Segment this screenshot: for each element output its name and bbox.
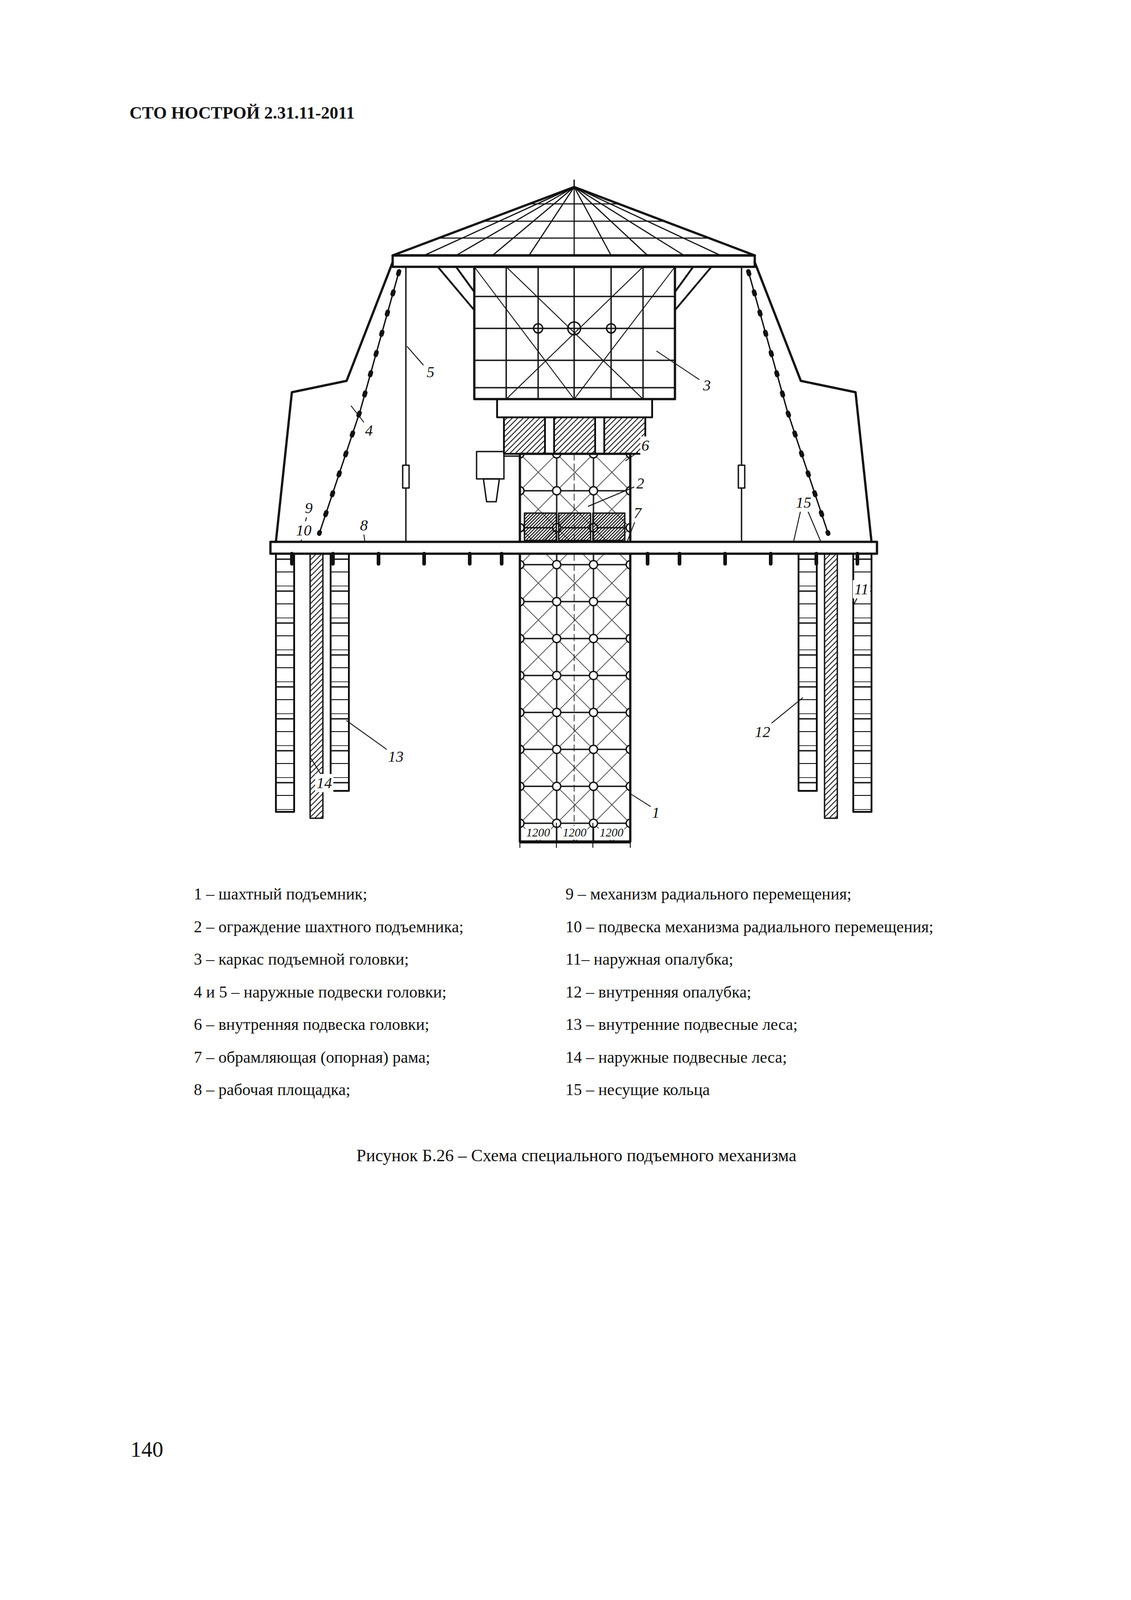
callout-number: 4 (363, 421, 375, 440)
callout-number: 5 (425, 363, 436, 381)
callout-number: 12 (753, 722, 772, 741)
callout-number: 8 (358, 516, 370, 535)
legend-entry: 6 – внутренняя подвеска головки; (193, 1015, 430, 1034)
dimension-value: 1200 (598, 825, 625, 840)
page-number: 140 (130, 1436, 164, 1462)
callout-number: 1 (650, 803, 662, 822)
callout-number: 14 (315, 773, 334, 792)
legend-entry: 15 – несущие кольца (565, 1080, 710, 1100)
callout-number: 11 (852, 580, 870, 598)
callout-number: 3 (701, 376, 713, 395)
dimension-value: 1200 (561, 825, 588, 840)
legend-entry: 1 – шахтный подъемник; (193, 884, 368, 904)
dimension-value: 1200 (525, 825, 551, 840)
legend-entry: 14 – наружные подвесные леса; (565, 1047, 787, 1067)
callout-number: 15 (794, 493, 813, 512)
legend-entry: 8 – рабочая площадка; (193, 1080, 351, 1100)
legend-entry: 7 – обрамляющая (опорная) рама; (193, 1047, 431, 1067)
callout-number: 9 (303, 498, 315, 517)
legend-entry: 12 – внутренняя опалубка; (565, 982, 752, 1002)
callout-number: 7 (632, 503, 644, 522)
callout-number: 10 (294, 521, 313, 540)
legend-entry: 9 – механизм радиального перемещения; (565, 884, 852, 904)
figure-caption: Рисунок Б.26 – Схема специального подъем… (356, 1145, 797, 1166)
legend-entry: 3 – каркас подъемной головки; (193, 949, 409, 969)
legend-entry: 2 – ограждение шахтного подъемника; (193, 917, 464, 937)
running-header: СТО НОСТРОЙ 2.31.11-2011 (129, 103, 355, 124)
legend-entry: 13 – внутренние подвесные леса; (565, 1015, 798, 1034)
legend-entry: 4 и 5 – наружные подвески головки; (193, 982, 447, 1002)
legend-entry: 11– наружная опалубка; (565, 949, 734, 969)
callout-number: 6 (640, 436, 651, 455)
callout-number: 13 (386, 747, 405, 766)
legend-entry: 10 – подвеска механизма радиального пере… (565, 917, 934, 937)
callout-number: 2 (635, 474, 646, 493)
